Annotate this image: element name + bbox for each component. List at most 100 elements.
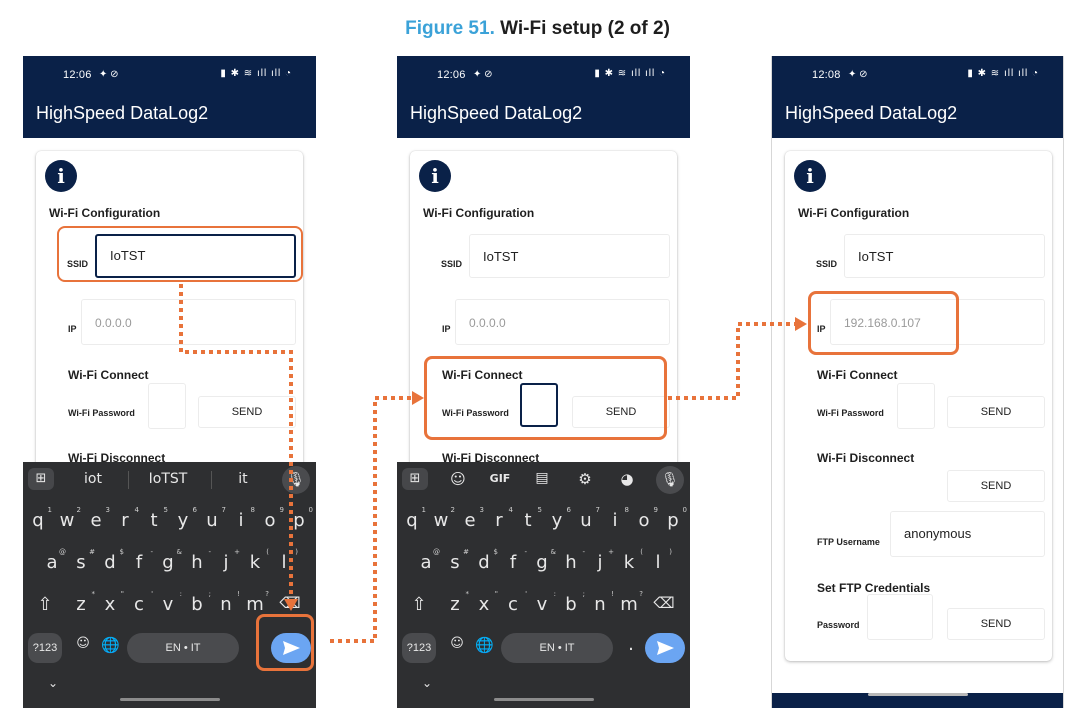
key-k[interactable]: k( bbox=[623, 548, 643, 573]
suggestion-3[interactable]: it bbox=[238, 471, 248, 487]
key-m[interactable]: m? bbox=[620, 590, 643, 615]
backspace-key-icon[interactable]: ⌫ bbox=[279, 594, 301, 612]
emoji-key-icon[interactable]: ☺ bbox=[450, 636, 464, 651]
ssid-input[interactable]: IoTST bbox=[469, 234, 670, 278]
ssid-input[interactable]: IoTST bbox=[95, 234, 296, 278]
ftp-username-input[interactable]: anonymous bbox=[890, 511, 1045, 557]
globe-key-icon[interactable]: 🌐 bbox=[475, 636, 494, 654]
gesture-nav-bar[interactable] bbox=[493, 698, 594, 701]
wifi-password-input[interactable] bbox=[148, 383, 186, 429]
period-key[interactable]: . bbox=[254, 634, 260, 655]
key-n[interactable]: n! bbox=[594, 590, 614, 615]
send-key[interactable] bbox=[271, 633, 311, 663]
send-key[interactable] bbox=[645, 633, 685, 663]
key-j[interactable]: j+ bbox=[223, 548, 240, 573]
wifi-password-input[interactable] bbox=[897, 383, 935, 429]
key-b[interactable]: b; bbox=[565, 590, 585, 615]
backspace-key-icon[interactable]: ⌫ bbox=[653, 594, 675, 612]
key-h[interactable]: h- bbox=[191, 548, 211, 573]
theme-palette-icon[interactable]: ◕ bbox=[620, 470, 634, 488]
apps-grid-icon[interactable]: ⊞ bbox=[402, 468, 428, 490]
key-k[interactable]: k( bbox=[249, 548, 269, 573]
key-x[interactable]: x" bbox=[104, 590, 124, 615]
microphone-icon[interactable]: 🎙 bbox=[282, 466, 310, 494]
key-z[interactable]: z* bbox=[76, 590, 95, 615]
gesture-nav-bar[interactable] bbox=[119, 698, 220, 701]
period-key[interactable]: . bbox=[628, 634, 634, 655]
ip-input[interactable]: 0.0.0.0 bbox=[81, 299, 296, 345]
gif-button[interactable]: GIF bbox=[489, 472, 511, 485]
gesture-nav-bar[interactable] bbox=[867, 693, 968, 696]
key-z[interactable]: z* bbox=[450, 590, 469, 615]
space-key[interactable]: EN • IT bbox=[501, 633, 613, 663]
key-f[interactable]: f- bbox=[509, 548, 527, 573]
key-g[interactable]: g& bbox=[536, 548, 556, 573]
key-d[interactable]: d$ bbox=[104, 548, 124, 573]
key-n[interactable]: n! bbox=[220, 590, 240, 615]
numbers-key[interactable]: ?123 bbox=[402, 633, 436, 663]
key-l[interactable]: l) bbox=[655, 548, 672, 573]
key-x[interactable]: x" bbox=[478, 590, 498, 615]
apps-grid-icon[interactable]: ⊞ bbox=[28, 468, 54, 490]
ssid-input[interactable]: IoTST bbox=[844, 234, 1045, 278]
key-v[interactable]: v: bbox=[162, 590, 182, 615]
shift-key-icon[interactable]: ⇧ bbox=[411, 594, 427, 615]
send-button[interactable]: SEND bbox=[198, 396, 296, 428]
key-v[interactable]: v: bbox=[536, 590, 556, 615]
clipboard-icon[interactable]: ▤ bbox=[535, 470, 549, 486]
key-b[interactable]: b; bbox=[191, 590, 211, 615]
ip-input[interactable]: 192.168.0.107 bbox=[830, 299, 1045, 345]
key-h[interactable]: h- bbox=[565, 548, 585, 573]
key-m[interactable]: m? bbox=[246, 590, 269, 615]
key-g[interactable]: g& bbox=[162, 548, 182, 573]
hide-keyboard-icon[interactable]: ⌄ bbox=[421, 676, 433, 690]
send-button[interactable]: SEND bbox=[572, 396, 670, 428]
shift-key-icon[interactable]: ⇧ bbox=[37, 594, 53, 615]
key-c[interactable]: c' bbox=[508, 590, 527, 615]
ftp-password-input[interactable] bbox=[867, 594, 933, 640]
key-j[interactable]: j+ bbox=[597, 548, 614, 573]
key-s[interactable]: s# bbox=[76, 548, 95, 573]
key-d[interactable]: d$ bbox=[478, 548, 498, 573]
hide-keyboard-icon[interactable]: ⌄ bbox=[47, 676, 59, 690]
numbers-key[interactable]: ?123 bbox=[28, 633, 62, 663]
info-icon[interactable]: i bbox=[45, 160, 77, 192]
info-icon[interactable]: i bbox=[794, 160, 826, 192]
emoji-key-icon[interactable]: ☺ bbox=[76, 636, 90, 651]
disconnect-send-button[interactable]: SEND bbox=[947, 470, 1045, 502]
key-a[interactable]: a@ bbox=[46, 548, 66, 573]
key-a[interactable]: a@ bbox=[420, 548, 440, 573]
microphone-icon[interactable]: 🎙 bbox=[656, 466, 684, 494]
suggestion-1[interactable]: iot bbox=[84, 471, 102, 487]
key-s[interactable]: s# bbox=[450, 548, 469, 573]
suggestion-2[interactable]: IoTST bbox=[148, 471, 188, 487]
space-key[interactable]: EN • IT bbox=[127, 633, 239, 663]
settings-gear-icon[interactable]: ⚙ bbox=[578, 470, 592, 488]
sticker-icon[interactable]: ☺ bbox=[450, 470, 466, 488]
ip-input[interactable]: 0.0.0.0 bbox=[455, 299, 670, 345]
wifi-password-input[interactable] bbox=[520, 383, 558, 427]
key-c[interactable]: c' bbox=[134, 590, 153, 615]
send-button[interactable]: SEND bbox=[947, 396, 1045, 428]
ftp-send-button[interactable]: SEND bbox=[947, 608, 1045, 640]
info-icon[interactable]: i bbox=[419, 160, 451, 192]
